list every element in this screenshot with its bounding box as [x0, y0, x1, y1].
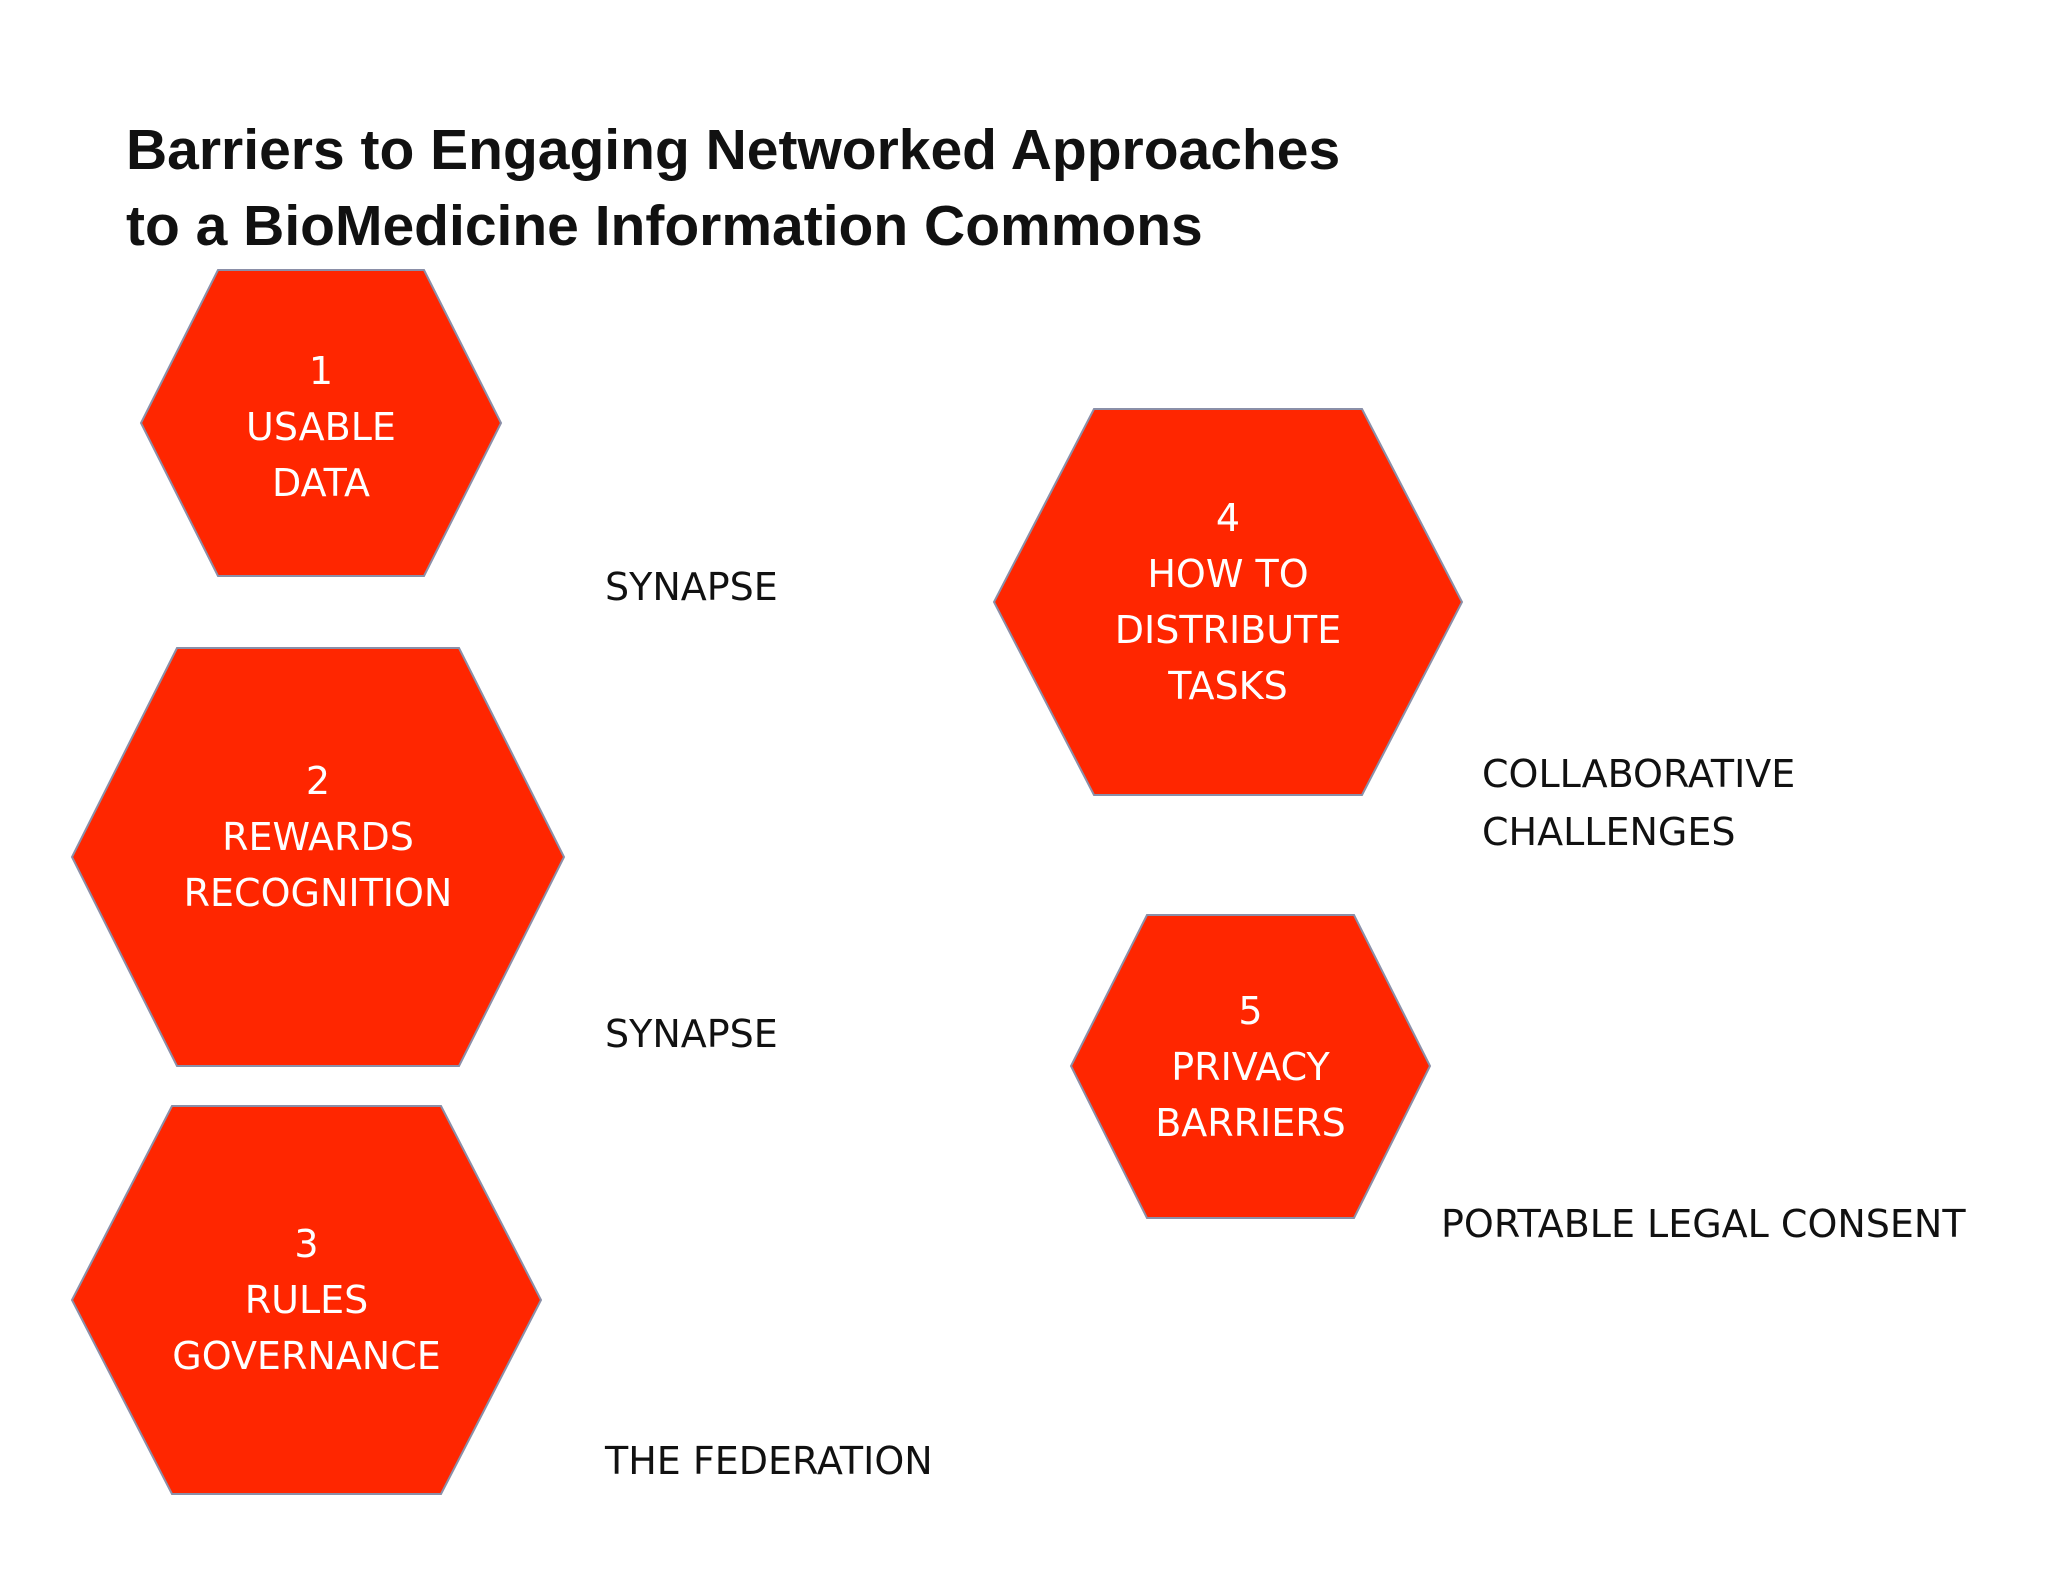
barrier-hexagon-2: 2 REWARDS RECOGNITION [70, 647, 566, 1067]
barrier-label-4c: TASKS [1168, 664, 1288, 708]
barrier-label-2a: REWARDS [222, 815, 414, 859]
hexagon-shape-4 [992, 408, 1464, 796]
solution-label-synapse-1: SYNAPSE [605, 558, 778, 616]
solution-text-synapse-2: SYNAPSE [605, 1012, 778, 1056]
hexagon-shape-5 [1069, 914, 1432, 1219]
barrier-number-2: 2 [305, 759, 331, 803]
barrier-number-1: 1 [308, 349, 334, 393]
page-title: Barriers to Engaging Networked Approache… [126, 112, 1826, 264]
solution-label-collaborative-challenges: COLLABORATIVE CHALLENGES [1482, 745, 1795, 861]
barrier-label-1a: USABLE [246, 405, 396, 449]
barrier-label-4b: DISTRIBUTE [1114, 608, 1342, 652]
solution-text-collab-2: CHALLENGES [1482, 810, 1736, 854]
hexagon-shape-1 [139, 269, 503, 577]
barrier-label-5a: PRIVACY [1171, 1044, 1330, 1089]
barrier-hexagon-3: 3 RULES GOVERNANCE [70, 1105, 543, 1495]
hexagon-shape-3 [70, 1105, 543, 1495]
solution-text-synapse-1: SYNAPSE [605, 565, 778, 609]
barrier-hexagon-1: 1 USABLE DATA [139, 269, 503, 577]
barrier-number-4: 4 [1215, 496, 1241, 540]
solution-text-federation: THE FEDERATION [605, 1439, 933, 1483]
barrier-label-5b: BARRIERS [1155, 1100, 1346, 1145]
barrier-label-3b: GOVERNANCE [172, 1334, 441, 1378]
solution-label-portable-legal-consent: PORTABLE LEGAL CONSENT [1441, 1195, 1966, 1253]
solution-label-synapse-2: SYNAPSE [605, 1005, 778, 1063]
barrier-label-3a: RULES [244, 1278, 369, 1322]
barrier-hexagon-5: 5 PRIVACY BARRIERS [1069, 914, 1432, 1219]
title-line-1: Barriers to Engaging Networked Approache… [126, 118, 1341, 182]
barrier-hexagon-4: 4 HOW TO DISTRIBUTE TASKS [992, 408, 1464, 796]
title-line-2: to a BioMedicine Information Commons [126, 194, 1203, 258]
solution-text-consent: PORTABLE LEGAL CONSENT [1441, 1202, 1966, 1246]
barrier-label-4a: HOW TO [1147, 552, 1309, 596]
barrier-number-3: 3 [294, 1222, 319, 1266]
solution-label-federation: THE FEDERATION [605, 1432, 933, 1490]
solution-text-collab-1: COLLABORATIVE [1482, 752, 1796, 796]
barrier-label-2b: RECOGNITION [183, 871, 453, 915]
barrier-number-5: 5 [1238, 988, 1263, 1033]
barrier-label-1b: DATA [272, 461, 370, 505]
hexagon-shape-2 [70, 647, 566, 1067]
